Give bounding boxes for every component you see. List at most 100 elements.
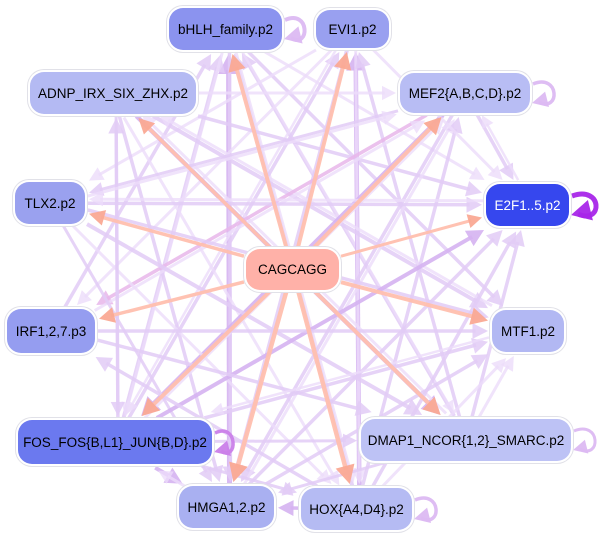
node-adnp[interactable]: ADNP_IRX_SIX_ZHX.p2: [30, 72, 196, 114]
arrowhead-e2f1-mef2: [481, 115, 494, 129]
edge-bhlh-hmga: [227, 51, 233, 470]
arrowhead-evi1-e2f1: [487, 165, 503, 180]
edge-cagcagg-tlx2: [100, 215, 245, 258]
edge-cagcagg-irf: [110, 280, 245, 318]
edge-adnp-mtf1: [152, 114, 478, 304]
arrowhead-cagcagg-e2f1: [466, 214, 482, 228]
edge-fos-hox: [201, 464, 287, 491]
edge-cagcagg-evi1: [296, 64, 346, 248]
arrowhead-cagcagg-dmap1: [422, 396, 441, 415]
arrowhead-adnp-e2f1: [465, 181, 482, 197]
arrowhead-cagcagg-adnp: [138, 118, 156, 135]
self-loop-arrowhead-dmap1: [573, 439, 589, 454]
arrowhead-fos-e2f1: [464, 230, 484, 247]
arrowhead-fos-adnp: [108, 118, 125, 134]
edge-fos-dmap1: [213, 439, 346, 443]
edge-cagcagg-hmga: [235, 291, 289, 469]
arrowhead-cagcagg-hox: [335, 463, 355, 484]
arrowhead-tlx2-dmap1: [403, 398, 423, 415]
edge-dmap1-mtf1: [477, 364, 510, 418]
node-tlx2[interactable]: TLX2.p2: [15, 182, 85, 224]
arrowhead-cagcagg-bhlh: [228, 54, 246, 73]
arrowhead-irf-bhlh: [196, 54, 212, 72]
edge-cagcagg-mef2: [313, 125, 434, 249]
arrowhead-hox-e2f1: [501, 231, 517, 249]
edge-tlx2-mef2: [87, 115, 387, 198]
edge-mef2-irf: [106, 113, 428, 301]
edge-bhlh-e2f1: [264, 50, 476, 176]
node-e2f1[interactable]: E2F1..5.p2: [486, 184, 569, 226]
arrowhead-evi1-tlx2: [89, 167, 105, 181]
node-cagcagg[interactable]: CAGCAGG: [246, 249, 339, 290]
arrowhead-hmga-fos: [158, 470, 174, 484]
self-loop-arrowhead-hox: [414, 507, 431, 523]
node-label: DMAP1_NCOR{1,2}_SMARC.p2: [367, 432, 565, 448]
self-loop-arrowhead-bhlh: [284, 26, 303, 44]
arrowhead-cagcagg-evi1: [334, 52, 352, 71]
edge-e2f1-mef2: [485, 123, 520, 181]
edge-cagcagg-e2f1: [340, 219, 472, 258]
edge-evi1-irf: [83, 48, 333, 299]
edge-hmga-fos: [167, 474, 187, 488]
edge-mef2-hmga: [245, 114, 454, 473]
node-label: HMGA1,2.p2: [187, 499, 266, 515]
node-label: E2F1..5.p2: [494, 197, 561, 213]
node-evi1[interactable]: EVI1.p2: [316, 10, 389, 48]
edge-tlx2-hox: [71, 224, 325, 478]
edge-hox-irf: [105, 361, 318, 488]
arrowhead-bhlh-dmap1: [442, 399, 454, 414]
edge-dmap1-hmga: [288, 461, 385, 492]
arrowhead-dmap1-e2f1: [509, 230, 525, 247]
arrowhead-evi1-irf: [77, 290, 92, 305]
arrowhead-bhlh-mtf1: [486, 289, 503, 306]
arrowhead-hmga-mtf1: [470, 354, 488, 369]
node-hox[interactable]: HOX{A4,D4}.p2: [301, 488, 412, 530]
node-fos[interactable]: FOS_FOS{B,L1}_JUN{B,D}.p2: [18, 420, 212, 464]
arrowhead-tlx2-hmga: [198, 466, 212, 482]
arrowhead-mtf1-adnp: [158, 114, 175, 128]
node-label: ADNP_IRX_SIX_ZHX.p2: [37, 85, 189, 101]
arrowhead-hox-hmga: [278, 500, 294, 516]
arrowhead-tlx2-e2f1: [466, 196, 482, 213]
arrowhead-hox-mtf1: [491, 358, 507, 374]
node-label: HOX{A4,D4}.p2: [309, 501, 404, 517]
arrowhead-cagcagg-mtf1: [469, 307, 488, 325]
arrowhead-irf-mef2: [409, 120, 426, 134]
arrowhead-hmga-e2f1: [486, 230, 503, 247]
arrowhead-fos-hox: [281, 481, 297, 496]
arrowhead-bhlh-e2f1: [468, 166, 485, 180]
arrowhead-hox-irf: [95, 357, 113, 372]
edge-fos-mtf1: [203, 343, 477, 420]
arrowhead-dmap1-mtf1: [500, 356, 514, 372]
edge-cagcagg-dmap1: [313, 290, 433, 407]
node-label: TLX2.p2: [24, 195, 76, 211]
edge-hmga-e2f1: [248, 237, 496, 486]
arrowhead-irf-mtf1: [472, 323, 488, 339]
node-hmga[interactable]: HMGA1,2.p2: [179, 486, 274, 528]
arrowhead-tlx2-mef2: [381, 110, 397, 125]
node-mef2[interactable]: MEF2{A,B,C,D}.p2: [400, 73, 530, 113]
node-label: MTF1.p2: [500, 323, 555, 339]
arrowhead-cagcagg-tlx2: [89, 210, 107, 226]
node-bhlh[interactable]: bHLH_family.p2: [169, 8, 282, 50]
edge-e2f1-tlx2: [100, 197, 485, 203]
edge-adnp-e2f1: [197, 114, 471, 192]
self-loop-arrowhead-mef2: [532, 91, 549, 107]
arrowhead-evi1-fos: [126, 400, 139, 414]
edge-evi1-tlx2: [97, 48, 317, 177]
edge-cagcagg-bhlh: [234, 66, 289, 248]
edge-cagcagg-mtf1: [340, 280, 476, 320]
edge-fos-adnp: [114, 130, 120, 419]
node-mtf1[interactable]: MTF1.p2: [492, 310, 564, 352]
node-irf[interactable]: IRF1,2,7.p3: [7, 309, 95, 353]
edge-mtf1-fos: [220, 336, 490, 411]
node-label: MEF2{A,B,C,D}.p2: [408, 85, 522, 101]
node-label: EVI1.p2: [328, 21, 377, 37]
self-loop-arrowhead-e2f1: [571, 200, 593, 221]
arrowhead-dmap1-evi1: [355, 52, 371, 70]
edge-cagcagg-adnp: [146, 125, 271, 249]
node-label: FOS_FOS{B,L1}_JUN{B,D}.p2: [23, 434, 207, 450]
node-dmap1[interactable]: DMAP1_NCOR{1,2}_SMARC.p2: [361, 419, 571, 461]
arrowhead-cagcagg-hmga: [229, 461, 248, 482]
